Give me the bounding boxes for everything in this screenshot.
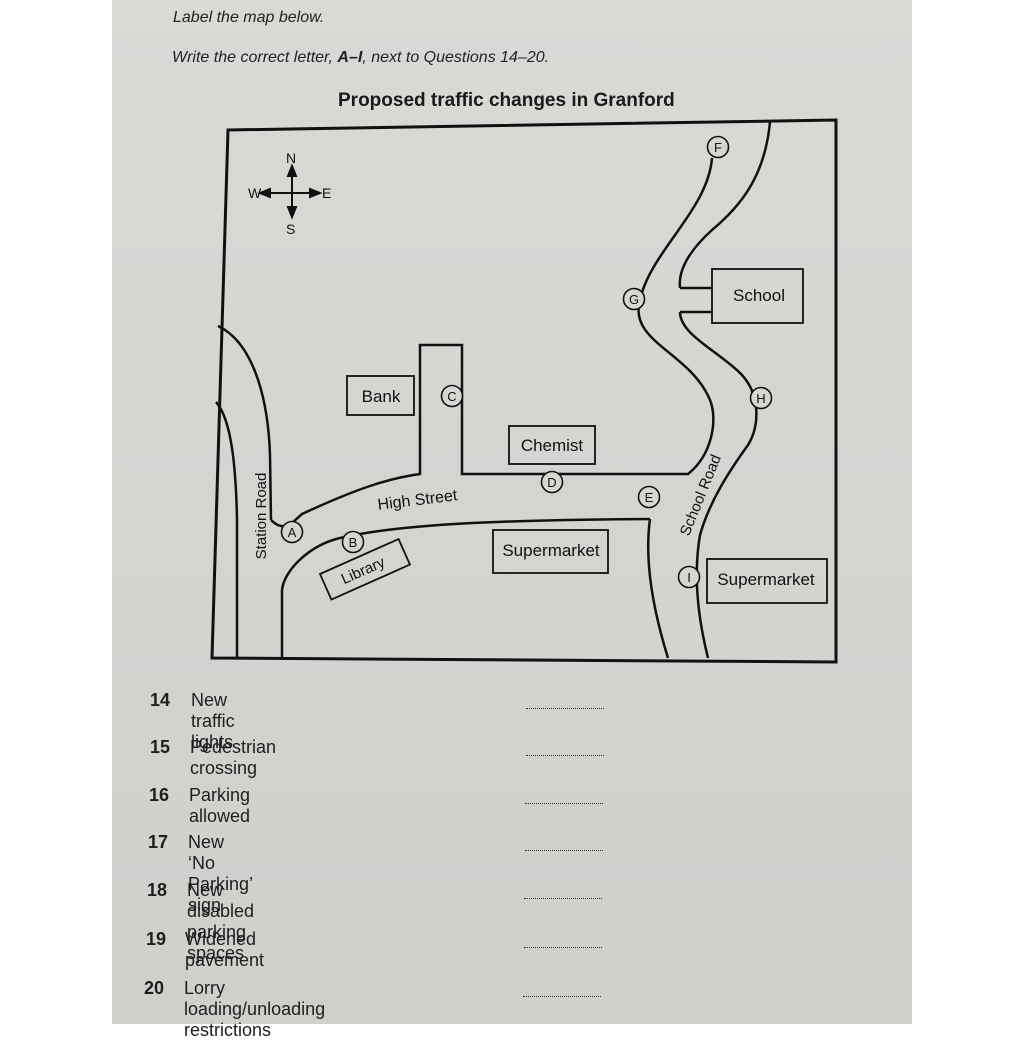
answer-blank[interactable] bbox=[524, 880, 602, 899]
question-text: New disabled parking spaces bbox=[187, 880, 255, 963]
question-number: 19 bbox=[146, 929, 167, 949]
question-text: Pedestrian crossing bbox=[190, 737, 277, 778]
svg-text:A: A bbox=[288, 525, 297, 540]
instruction-letters: A–I bbox=[337, 49, 363, 66]
question-number: 18 bbox=[147, 880, 168, 900]
library-box bbox=[318, 537, 412, 601]
question-text: Widened pavement bbox=[185, 929, 265, 970]
instruction-prefix: Write the correct letter, bbox=[172, 49, 338, 66]
instruction-line-1: Label the map below. bbox=[173, 9, 325, 26]
chemist-label: Chemist bbox=[521, 436, 584, 455]
svg-text:I: I bbox=[687, 570, 691, 585]
school-driveway bbox=[680, 286, 712, 314]
compass-w: W bbox=[248, 185, 262, 201]
supermarket-east-label: Supermarket bbox=[717, 570, 815, 589]
question-number: 20 bbox=[144, 978, 165, 998]
instruction-suffix: , next to Questions 14–20. bbox=[362, 49, 550, 66]
supermarket-east-box bbox=[706, 558, 828, 604]
svg-text:F: F bbox=[714, 140, 722, 155]
exam-paper bbox=[112, 0, 912, 1024]
svg-text:B: B bbox=[349, 535, 358, 550]
map-border bbox=[210, 118, 838, 664]
compass-n: N bbox=[286, 150, 296, 166]
station-road-label: Station Road bbox=[253, 473, 270, 560]
answer-blank[interactable] bbox=[524, 929, 602, 948]
question-text: Lorry loading/unloading restrictions bbox=[184, 978, 326, 1040]
school-road-edge-west bbox=[646, 518, 670, 659]
question-number: 15 bbox=[150, 737, 171, 757]
compass-s: S bbox=[286, 221, 295, 237]
marker-a: A bbox=[280, 520, 304, 544]
chemist-box bbox=[508, 425, 596, 465]
question-number: 17 bbox=[148, 832, 169, 852]
marker-g: G bbox=[622, 287, 646, 311]
library-label: Library bbox=[339, 554, 388, 588]
answer-blank[interactable] bbox=[525, 832, 603, 851]
answer-blank[interactable] bbox=[523, 978, 601, 997]
bank-box bbox=[346, 375, 415, 416]
map-title: Proposed traffic changes in Granford bbox=[338, 90, 675, 111]
svg-text:E: E bbox=[645, 490, 654, 505]
question-text: New traffic lights bbox=[191, 690, 235, 752]
question-text: Parking allowed bbox=[189, 785, 251, 826]
high-street-label: High Street bbox=[377, 487, 459, 514]
svg-text:C: C bbox=[447, 389, 456, 404]
svg-text:G: G bbox=[629, 292, 639, 307]
svg-text:D: D bbox=[547, 475, 556, 490]
supermarket-main-label: Supermarket bbox=[502, 541, 600, 560]
question-number: 14 bbox=[150, 690, 171, 710]
marker-b: B bbox=[341, 530, 365, 554]
question-text: New ‘No Parking’ sign bbox=[188, 832, 253, 915]
question-number: 16 bbox=[149, 785, 170, 805]
answer-blank[interactable] bbox=[526, 737, 604, 756]
supermarket-main-box bbox=[492, 529, 609, 574]
compass-e: E bbox=[322, 185, 331, 201]
school-box bbox=[711, 268, 804, 324]
marker-f: F bbox=[706, 135, 730, 159]
school-label: School bbox=[733, 286, 785, 305]
marker-c: C bbox=[440, 384, 464, 408]
high-street-north-edge bbox=[270, 157, 715, 528]
compass-icon bbox=[257, 163, 323, 220]
marker-i: I bbox=[677, 565, 701, 589]
answer-blank[interactable] bbox=[526, 690, 604, 709]
marker-e: E bbox=[637, 485, 661, 509]
high-street-south-edge bbox=[280, 517, 651, 658]
marker-d: D bbox=[540, 470, 564, 494]
bank-label: Bank bbox=[362, 387, 401, 406]
school-road-label: School Road bbox=[677, 452, 725, 538]
station-road-edge-west bbox=[215, 401, 239, 658]
marker-h: H bbox=[749, 386, 773, 410]
answer-blank[interactable] bbox=[525, 785, 603, 804]
instruction-line-2: Write the correct letter, A–I, next to Q… bbox=[172, 49, 549, 67]
station-road-edge-east bbox=[217, 324, 273, 521]
svg-text:H: H bbox=[756, 391, 765, 406]
